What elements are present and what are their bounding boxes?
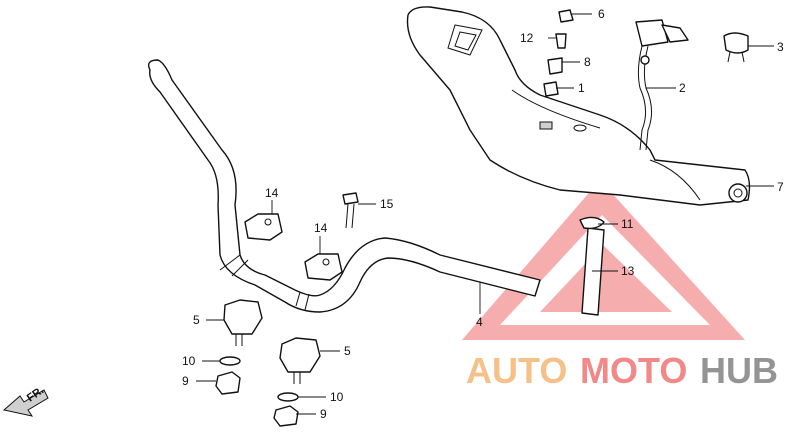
part-3-clip: [723, 32, 749, 54]
callout-8: 8: [584, 55, 591, 69]
small-parts-top: [543, 9, 749, 97]
part-6-cap: [558, 9, 574, 23]
watermark-text-auto: AUTO: [466, 350, 567, 391]
leader-lines: [196, 13, 774, 415]
callout-2: 2: [679, 81, 686, 95]
callout-14-lower: 14: [314, 221, 328, 235]
callout-13: 13: [621, 264, 635, 278]
callout-12: 12: [520, 31, 534, 45]
part-8-grommet: [547, 57, 563, 75]
upper-holders: [244, 213, 343, 281]
washers-nuts: [215, 356, 299, 427]
callout-7: 7: [777, 180, 784, 194]
handlebar-pipe: [147, 59, 541, 313]
watermark-triangle-core: [540, 245, 672, 312]
callout-15: 15: [380, 197, 394, 211]
callout-9-left: 9: [182, 374, 189, 388]
handlebar-cover: [406, 6, 751, 206]
callout-1: 1: [578, 81, 585, 95]
callout-11: 11: [621, 217, 634, 231]
callout-5-right: 5: [344, 344, 351, 358]
ignition-switch: [635, 19, 689, 151]
watermark-text-hub: HUB: [700, 350, 778, 391]
callout-10-left: 10: [182, 354, 196, 368]
callout-3: 3: [777, 40, 784, 54]
watermark-text-moto: MOTO: [580, 350, 687, 391]
callout-4: 4: [476, 315, 483, 329]
callout-5-left: 5: [193, 313, 200, 327]
part-1-nut: [543, 81, 559, 97]
callout-9-right: 9: [320, 407, 327, 421]
watermark-logo: [462, 180, 745, 340]
watermark-text: AUTO MOTO HUB: [466, 350, 778, 391]
callout-10-right: 10: [330, 390, 344, 404]
wire-tube: [579, 216, 605, 316]
lower-holders: [223, 299, 321, 384]
bolt-15: [342, 192, 359, 229]
callout-14-upper: 14: [265, 186, 279, 200]
front-arrow: [2, 389, 49, 417]
part-12-screw: [555, 33, 567, 49]
callout-6: 6: [598, 7, 605, 21]
